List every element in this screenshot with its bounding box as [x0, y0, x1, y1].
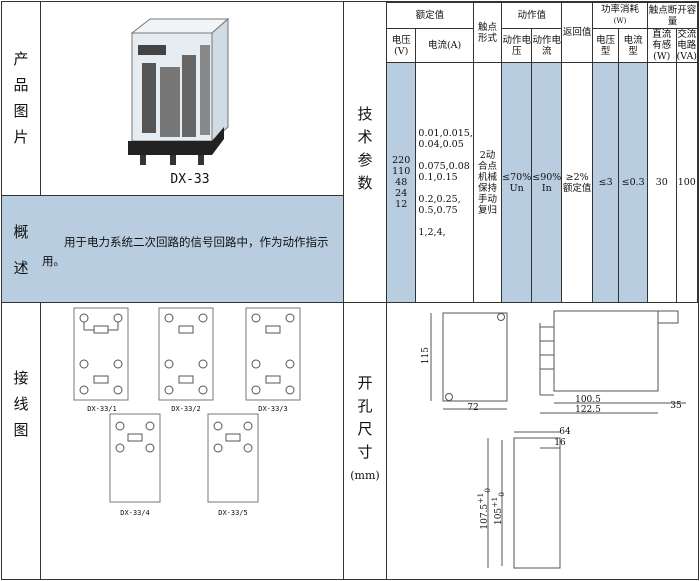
- action-value-header: 动作值: [501, 2, 563, 29]
- wiring-diagram-2: [158, 307, 214, 401]
- action-voltage-value: ≤70% Un: [501, 62, 533, 303]
- side-depth-1-dim: 100.5: [575, 395, 601, 405]
- breaking-capacity-header: 触点断开容量: [647, 2, 698, 29]
- cutout-height-1-dim: 107.5+10: [476, 488, 492, 530]
- front-height-dim: 115: [421, 347, 431, 365]
- wiring-diagram-2-caption: DX-33/2: [171, 405, 201, 413]
- tech-params-table: 额定值 触点形式 动作值 返回值 功率消耗(W) 触点断开容量 电压(V) 电流…: [385, 2, 699, 303]
- voltage-type-power: ≤3: [591, 62, 620, 303]
- return-value: ≥2%额定值: [561, 62, 593, 303]
- wiring-label: 接线图: [13, 369, 29, 439]
- dc-capacity: 30: [647, 62, 677, 303]
- wiring-diagram-5: [207, 413, 259, 503]
- return-value-header: 返回值: [561, 2, 593, 63]
- cutout-label: 开孔 尺寸 (mm): [350, 374, 380, 482]
- tech-params-label: 技术 参数: [357, 105, 373, 192]
- wiring-diagram-1: [73, 307, 129, 401]
- contact-description: 2动合点机械保持手动复归: [472, 62, 503, 303]
- voltage-header: 电压(V): [385, 28, 417, 63]
- current-type-power: ≤0.3: [618, 62, 649, 303]
- ac-circuit-header: 交流电路(VA): [675, 28, 699, 63]
- current-type-header: 电流型: [618, 28, 649, 63]
- cutout-height-2-dim: 105+10: [490, 492, 506, 526]
- front-view-drawing: [430, 312, 508, 410]
- power-consumption-header: 功率消耗(W): [591, 2, 649, 29]
- row-divider-2: [2, 302, 698, 303]
- center-divider: [343, 2, 344, 580]
- cutout-width-dim: 64: [559, 427, 571, 437]
- wiring-diagram-5-caption: DX-33/5: [218, 509, 248, 517]
- contact-form-header: 触点形式: [472, 2, 503, 63]
- wiring-diagram-3: [245, 307, 301, 401]
- action-current-value: ≤90% In: [531, 62, 563, 303]
- relay-product-photo: [128, 17, 230, 165]
- wiring-diagram-3-caption: DX-33/3: [258, 405, 288, 413]
- action-voltage-header: 动作电压: [501, 28, 533, 63]
- current-header: 电流(A): [415, 28, 474, 63]
- side-extra-dim: 35: [670, 401, 682, 411]
- ac-capacity: 100: [675, 62, 699, 303]
- row-divider-1: [2, 195, 343, 196]
- wiring-diagram-4: [109, 413, 161, 503]
- product-model: DX-33: [170, 172, 210, 187]
- dc-inductive-header: 直流有感(W): [647, 28, 677, 63]
- action-current-header: 动作电流: [531, 28, 563, 63]
- wiring-diagram-1-caption: DX-33/1: [87, 405, 117, 413]
- product-image-label: 产品 图片: [13, 50, 29, 146]
- rated-value-header: 额定值: [386, 2, 474, 29]
- voltage-type-header: 电压型: [591, 28, 620, 63]
- cutout-inner-dim: 16: [554, 438, 566, 448]
- overview-label: 概述: [13, 223, 29, 277]
- overview-text: 用于电力系统二次回路的信号回路中，作为动作指示用。: [42, 235, 329, 268]
- front-width-dim: 72: [467, 403, 479, 413]
- side-view-drawing: [539, 310, 686, 414]
- cutout-drawing: [487, 431, 561, 569]
- wiring-diagram-4-caption: DX-33/4: [120, 509, 150, 517]
- overview-row: [2, 196, 343, 302]
- side-depth-2-dim: 122.5: [575, 405, 601, 415]
